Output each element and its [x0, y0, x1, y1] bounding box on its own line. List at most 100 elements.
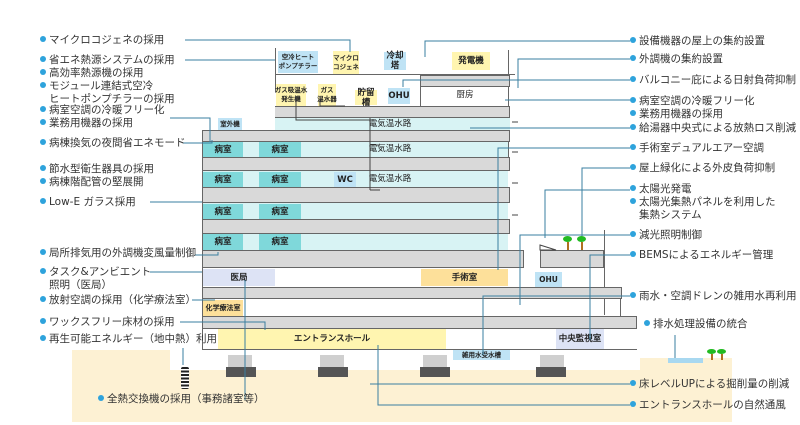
label-balcony-eaves: バルコニー庇による日射負荷抑制 — [630, 74, 796, 87]
room-gas-water-heater: ガス 温水器 — [317, 84, 337, 106]
bullet-icon — [40, 36, 46, 42]
bullet-icon — [630, 144, 636, 150]
label-rooftop-equipment: 設備機器の屋上の集約設置 — [630, 35, 765, 48]
roof-penthouse-outline — [275, 48, 426, 92]
slab — [202, 219, 510, 234]
bullet-icon — [40, 249, 46, 255]
label-patient-room-ac-right: 病室空調の冷暖フリー化 業務用機器の採用 — [630, 95, 755, 121]
water-channel — [668, 358, 703, 363]
label-drainage-integration: 排水処理設備の統合 — [644, 318, 748, 331]
pile-cap — [540, 355, 564, 367]
room-kitchen: 厨房 — [456, 90, 474, 100]
geothermal-coil-icon — [181, 367, 189, 389]
label-water-saving: 節水型衛生器具の採用 病棟階配管の堅展開 — [40, 163, 154, 189]
slab — [275, 106, 510, 118]
bullet-icon — [40, 318, 46, 324]
bullet-icon — [630, 401, 636, 407]
bullet-icon — [40, 82, 46, 88]
ground-floor-line — [202, 349, 637, 350]
hot-water-route-label: 電気温水路 — [368, 174, 412, 184]
bullet-icon — [40, 106, 46, 112]
roof-garden-slab — [540, 250, 604, 268]
label-solar: 太陽光発電 太陽光集熱パネルを利用した 集熱システム — [630, 183, 776, 222]
room-micro-cogen: マイクロ コジェネ — [333, 51, 359, 75]
label-energy-saving-heat-source: 省エネ熱源システムの採用 高効率熱源機の採用 モジュール連結式空冷 ヒートポンプ… — [40, 54, 175, 106]
patient-room: 病室 — [259, 172, 301, 187]
bullet-icon — [630, 124, 636, 130]
bullet-icon — [40, 139, 46, 145]
bullet-icon — [98, 395, 104, 401]
room-outdoor-unit: 室外機 — [218, 118, 242, 130]
room-generator: 発電機 — [452, 52, 490, 70]
bullet-icon — [630, 164, 636, 170]
room-cooling-tower: 冷却塔 — [384, 51, 406, 71]
bullet-icon — [630, 292, 636, 298]
patient-room: 病室 — [259, 204, 301, 219]
room-central-monitoring: 中央監視室 — [556, 329, 604, 349]
pile-cap — [320, 355, 344, 367]
label-task-ambient: タスク&アンビエント 照明（医局） — [40, 266, 151, 292]
room-misc-water-tank: 雑用水受水槽 — [453, 350, 510, 360]
room-chemo: 化学療法室 — [203, 300, 243, 316]
label-radiant-ac: 放射空調の採用（化学療法室） — [40, 294, 196, 307]
bullet-icon — [630, 185, 636, 191]
divider — [420, 75, 421, 107]
room-wc: WC — [334, 172, 356, 187]
patient-room: 病室 — [203, 172, 243, 187]
slab — [202, 187, 510, 203]
bullet-icon — [630, 97, 636, 103]
room-storage-tank: 貯留槽 — [355, 88, 377, 108]
bullet-icon — [630, 251, 636, 257]
bullet-icon — [40, 69, 46, 75]
bullet-icon — [40, 198, 46, 204]
patient-room: 病室 — [259, 234, 301, 250]
label-low-e-glass: Low-E ガラス採用 — [40, 196, 136, 209]
patient-room: 病室 — [259, 142, 301, 157]
label-rainwater-reuse: 雨水・空調ドレンの雑用水再利用 — [630, 290, 797, 303]
bullet-icon — [40, 56, 46, 62]
roof-edge — [275, 74, 515, 75]
label-roof-greening: 屋上緑化による外皮負荷抑制 — [630, 162, 775, 175]
ground-right — [632, 358, 732, 422]
slab — [202, 130, 510, 142]
bullet-icon — [40, 296, 46, 302]
label-outdoor-ac-units: 外調機の集約設置 — [630, 53, 723, 66]
bullet-icon — [644, 320, 650, 326]
label-bems: BEMSによるエネルギー管理 — [630, 249, 773, 262]
label-natural-ventilation: エントランスホールの自然通風 — [630, 399, 786, 412]
hot-water-route-label: 電気温水路 — [368, 144, 412, 154]
patient-room: 病室 — [203, 204, 243, 219]
room-ohu-mid: OHU — [535, 272, 562, 287]
leader-line — [544, 189, 630, 238]
tree-icon — [707, 349, 716, 361]
label-central-water-heater: 給湯器中央式による放熱ロス削減 — [630, 122, 796, 135]
tree-icon — [717, 349, 726, 361]
room-ohu-top: OHU — [388, 88, 410, 104]
bullet-icon — [630, 231, 636, 237]
bullet-icon — [40, 165, 46, 171]
floor — [202, 203, 508, 219]
room-medical-office: 医局 — [203, 269, 275, 286]
bullet-icon — [630, 37, 636, 43]
mid-right-wall — [620, 298, 621, 316]
pile-footing — [226, 367, 256, 377]
slab — [202, 157, 510, 171]
tree-icon — [563, 236, 572, 250]
label-micro-cogen: マイクロコジェネの採用 — [40, 34, 164, 47]
label-dimming-control: 減光照明制御 — [630, 229, 702, 242]
bullet-icon — [40, 178, 46, 184]
leader-line — [581, 167, 630, 236]
slab — [202, 250, 524, 268]
label-wax-free-floor: ワックスフリー床材の採用 — [40, 316, 175, 329]
hot-water-route-label: 電気温水路 — [368, 119, 412, 129]
label-heat-exchanger: 全熱交換機の採用（事務諸室等） — [98, 393, 265, 406]
room-heat-pump-chiller: 空冷ヒート ポンプチラー — [278, 51, 318, 73]
label-local-exhaust: 局所排気用の外調機変風量制御 — [40, 247, 196, 260]
label-geothermal: 再生可能エネルギー（地中熱）利用 — [40, 333, 217, 346]
pile-cap — [423, 355, 447, 367]
bullet-icon — [630, 55, 636, 61]
bullet-icon — [40, 335, 46, 341]
patient-room: 病室 — [203, 234, 243, 250]
room-entrance-hall: エントランスホール — [218, 329, 446, 349]
bullet-icon — [40, 119, 46, 125]
